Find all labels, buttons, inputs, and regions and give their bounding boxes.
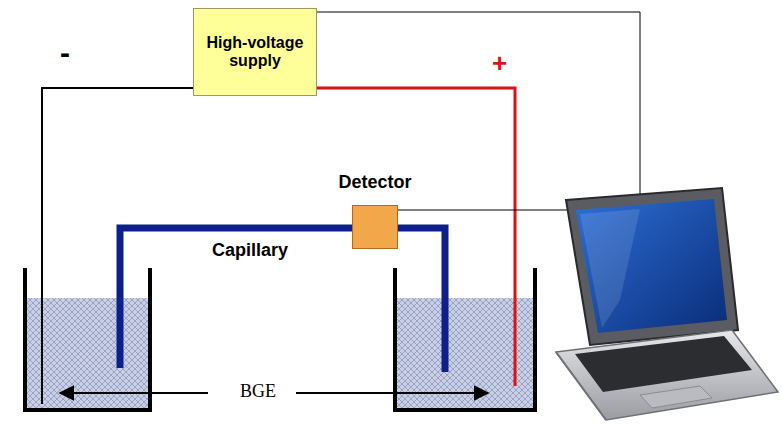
arrow <box>296 392 488 394</box>
positive-wire <box>312 88 515 386</box>
supply-label: High-voltage supply <box>198 34 312 70</box>
polarity-sign: - <box>60 36 70 70</box>
buffer-liquid <box>397 298 533 408</box>
capillary-label: Capillary <box>212 240 288 261</box>
signal-wire <box>312 12 640 200</box>
laptop-computer <box>556 188 778 420</box>
arrow <box>60 392 208 394</box>
buffer-label: BGE <box>230 381 286 402</box>
polarity-sign: + <box>492 48 507 79</box>
buffer-liquid <box>27 298 148 408</box>
beaker <box>25 268 150 410</box>
detector-label: Detector <box>338 172 411 193</box>
power-supply-box: High-voltage supply <box>193 8 317 96</box>
beaker <box>395 268 535 410</box>
detector-box: Detector <box>352 205 398 249</box>
